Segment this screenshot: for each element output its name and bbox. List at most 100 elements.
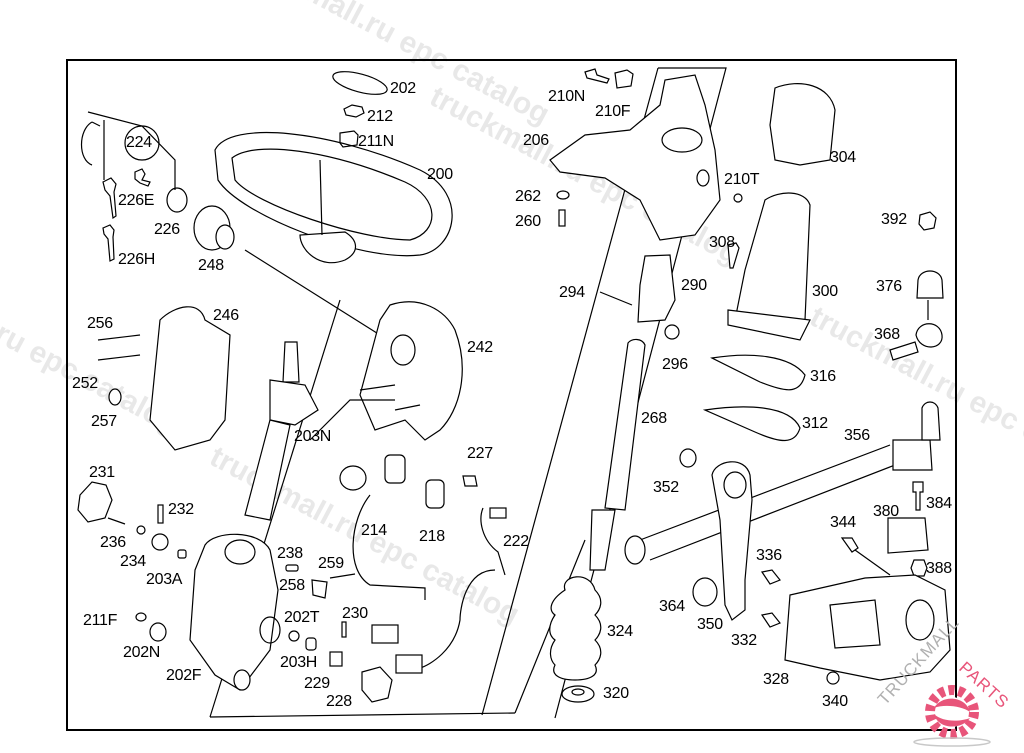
part-label-364[interactable]: 364 <box>659 598 685 615</box>
part-label-234[interactable]: 234 <box>120 553 146 570</box>
boot-upper <box>769 83 836 166</box>
switch-hole <box>390 334 416 366</box>
part-label-296[interactable]: 296 <box>662 356 688 373</box>
part-label-308[interactable]: 308 <box>709 234 735 251</box>
part-label-380[interactable]: 380 <box>873 503 899 520</box>
part-label-316[interactable]: 316 <box>810 368 836 385</box>
key <box>102 224 115 262</box>
part-label-210F[interactable]: 210F <box>595 103 631 120</box>
part-label-260[interactable]: 260 <box>515 213 541 230</box>
clamp <box>887 517 929 554</box>
part-label-262[interactable]: 262 <box>515 188 541 205</box>
part-label-203H[interactable]: 203H <box>280 654 318 671</box>
steering-hub <box>299 231 357 264</box>
part-label-246[interactable]: 246 <box>213 307 239 324</box>
part-label-200[interactable]: 200 <box>427 166 453 183</box>
part-label-203N[interactable]: 203N <box>294 428 332 445</box>
part-label-376[interactable]: 376 <box>876 278 902 295</box>
part-label-203A[interactable]: 203A <box>146 571 183 588</box>
bolt <box>558 209 566 227</box>
part-label-300[interactable]: 300 <box>812 283 838 300</box>
part-label-356[interactable]: 356 <box>844 427 870 444</box>
part-label-268[interactable]: 268 <box>641 410 667 427</box>
part-label-304[interactable]: 304 <box>830 149 856 166</box>
part-label-290[interactable]: 290 <box>681 277 707 294</box>
connector <box>489 507 507 519</box>
part-label-232[interactable]: 232 <box>168 501 194 518</box>
part-label-236[interactable]: 236 <box>100 534 126 551</box>
part-label-312[interactable]: 312 <box>802 415 828 432</box>
part-label-222[interactable]: 222 <box>503 533 529 550</box>
part-label-336[interactable]: 336 <box>756 547 782 564</box>
part-label-212[interactable]: 212 <box>367 108 393 125</box>
part-label-256[interactable]: 256 <box>87 315 113 332</box>
splined-shaft <box>282 341 300 383</box>
cap-center <box>215 224 235 250</box>
horn-emblem <box>332 71 388 95</box>
part-label-328[interactable]: 328 <box>763 671 789 688</box>
part-label-350[interactable]: 350 <box>697 616 723 633</box>
nut <box>679 448 697 468</box>
part-label-228[interactable]: 228 <box>326 693 352 710</box>
panel-edge <box>209 712 516 718</box>
part-label-294[interactable]: 294 <box>559 284 585 301</box>
part-label-224[interactable]: 224 <box>126 134 152 151</box>
part-label-229[interactable]: 229 <box>304 675 330 692</box>
part-label-211N[interactable]: 211N <box>358 133 394 150</box>
part-label-344[interactable]: 344 <box>830 514 856 531</box>
part-label-202[interactable]: 202 <box>390 80 416 97</box>
spring <box>285 564 299 572</box>
part-label-332[interactable]: 332 <box>731 632 757 649</box>
boot-flange <box>727 309 811 341</box>
part-label-252[interactable]: 252 <box>72 375 98 392</box>
part-label-340[interactable]: 340 <box>822 693 848 710</box>
part-label-206[interactable]: 206 <box>523 132 549 149</box>
part-label-352[interactable]: 352 <box>653 479 679 496</box>
wire <box>352 494 426 600</box>
part-label-211F[interactable]: 211F <box>83 612 118 629</box>
part-label-324[interactable]: 324 <box>607 623 633 640</box>
part-label-226H[interactable]: 226H <box>118 251 156 268</box>
part-label-392[interactable]: 392 <box>881 211 907 228</box>
part-label-226E[interactable]: 226E <box>118 192 155 209</box>
bushing <box>151 533 169 551</box>
pitman-arm-bore <box>723 471 747 499</box>
part-label-230[interactable]: 230 <box>342 605 368 622</box>
part-label-226[interactable]: 226 <box>154 221 180 238</box>
part-label-210T[interactable]: 210T <box>724 171 760 188</box>
part-label-202F[interactable]: 202F <box>166 667 202 684</box>
part-label-214[interactable]: 214 <box>361 522 387 539</box>
part-label-218[interactable]: 218 <box>419 528 445 545</box>
part-label-248[interactable]: 248 <box>198 257 224 274</box>
part-label-259[interactable]: 259 <box>318 555 344 572</box>
bolt <box>761 569 781 585</box>
plate <box>614 69 634 89</box>
part-label-202T[interactable]: 202T <box>284 609 320 626</box>
sleeve <box>149 622 167 642</box>
part-label-257[interactable]: 257 <box>91 413 117 430</box>
housing-hole <box>259 616 281 644</box>
gear-icon <box>913 685 991 747</box>
clip <box>329 651 343 667</box>
part-label-238[interactable]: 238 <box>277 545 303 562</box>
lever-knob <box>361 666 393 703</box>
part-label-242[interactable]: 242 <box>467 339 493 356</box>
washer <box>288 630 300 642</box>
part-label-227[interactable]: 227 <box>467 445 493 462</box>
column-tube <box>244 419 291 521</box>
part-label-210N[interactable]: 210N <box>548 88 586 105</box>
part-label-388[interactable]: 388 <box>926 560 952 577</box>
column-flange <box>269 379 319 426</box>
sensor <box>462 475 478 487</box>
bolt <box>761 612 781 628</box>
boot-lower <box>734 192 811 321</box>
part-label-384[interactable]: 384 <box>926 495 952 512</box>
bolt <box>584 68 610 84</box>
part-label-202N[interactable]: 202N <box>123 644 161 661</box>
part-label-258[interactable]: 258 <box>279 577 305 594</box>
part-label-320[interactable]: 320 <box>603 685 629 702</box>
leader <box>854 549 891 576</box>
part-label-231[interactable]: 231 <box>89 464 115 481</box>
part-label-368[interactable]: 368 <box>874 326 900 343</box>
